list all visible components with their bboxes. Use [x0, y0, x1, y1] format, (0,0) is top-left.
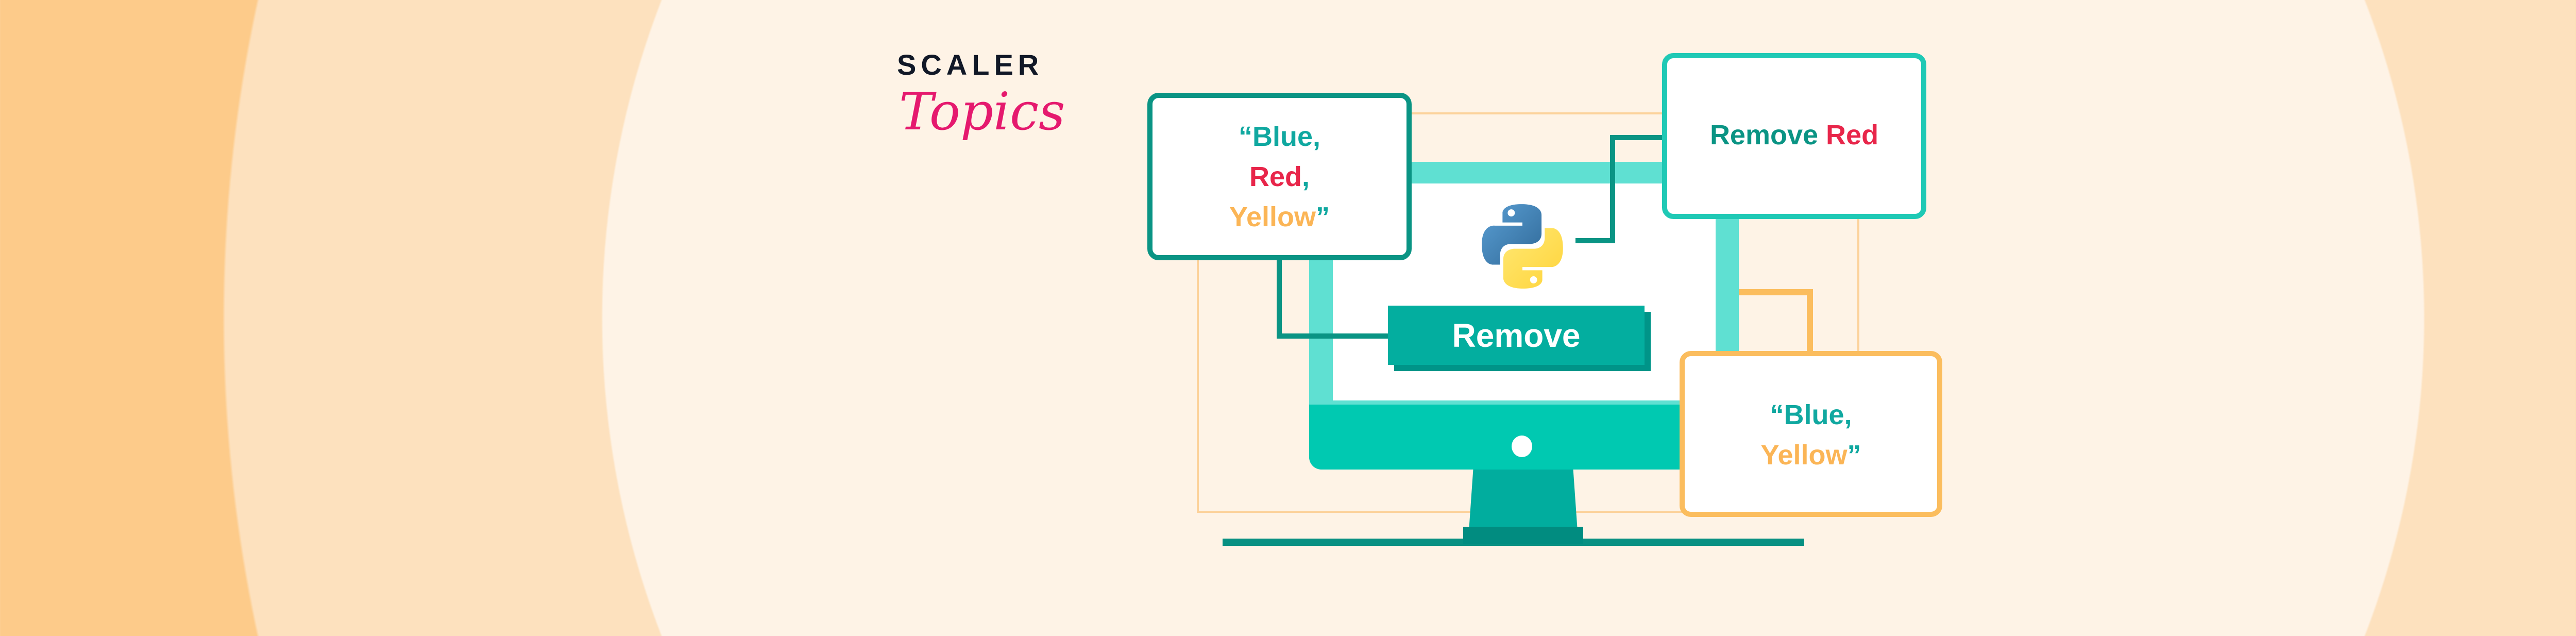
- connector-action-h1: [1575, 238, 1614, 243]
- input-line-1: “Blue,: [1238, 121, 1321, 152]
- input-list-box: “Blue, Red, Yellow”: [1147, 93, 1412, 260]
- item-yellow: Yellow: [1760, 440, 1848, 471]
- action-box: Remove Red: [1662, 53, 1926, 219]
- connector-input-vertical: [1277, 258, 1282, 339]
- connector-action-h2: [1610, 135, 1664, 140]
- item-red: Red: [1249, 161, 1302, 192]
- input-line-3: Yellow”: [1229, 201, 1330, 232]
- python-logo-icon: [1482, 204, 1563, 289]
- connector-input-horizontal: [1277, 333, 1388, 339]
- connector-output-horizontal: [1739, 289, 1812, 295]
- action-text: Remove Red: [1709, 120, 1879, 150]
- monitor-stand: [1469, 470, 1578, 531]
- power-button-icon: [1512, 436, 1532, 457]
- output-line-2: Yellow”: [1760, 440, 1861, 471]
- item-yellow: Yellow: [1229, 201, 1316, 232]
- connector-action-vertical: [1610, 135, 1615, 243]
- input-line-2: Red,: [1249, 161, 1310, 192]
- item-blue: Blue: [1784, 399, 1844, 430]
- output-line-1: “Blue,: [1770, 399, 1852, 430]
- connector-output-vertical: [1807, 289, 1813, 353]
- remove-button[interactable]: Remove: [1388, 306, 1645, 365]
- item-blue: Blue: [1252, 121, 1313, 152]
- monitor-base: [1463, 527, 1583, 544]
- logo-scaler: SCALER: [897, 48, 1044, 81]
- output-list-box: “Blue, Yellow”: [1680, 351, 1942, 517]
- logo-topics: Topics: [899, 81, 1065, 142]
